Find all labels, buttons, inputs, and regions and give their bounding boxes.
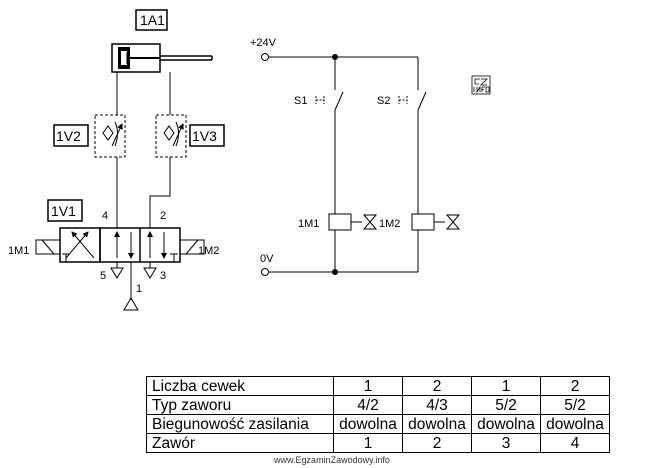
junction-dot-bottom [332, 269, 338, 275]
switch-s1 [315, 91, 344, 111]
label-plus-24v: +24V [250, 37, 277, 49]
row-header: Typ zaworu [146, 395, 334, 415]
exhaust-port-3 [143, 262, 157, 279]
logo-icon [471, 75, 491, 95]
table-cell: dowolna [402, 414, 472, 434]
tag-box-1v1 [47, 199, 83, 222]
switch-s2 [398, 91, 427, 111]
table-row: Zawór 1 2 3 4 [146, 433, 610, 453]
label-port-1: 1 [136, 283, 142, 295]
tag-box-1v3 [189, 124, 225, 147]
label-1v3: 1V3 [192, 128, 217, 144]
table-cell: 5/2 [471, 395, 541, 415]
table-cell: dowolna [333, 414, 403, 434]
label-coil-1: 1M1 [298, 218, 319, 230]
table-cell: 1 [471, 376, 541, 396]
pipe-b [149, 72, 171, 228]
label-port-5: 5 [100, 270, 106, 282]
table-cell: 3 [471, 433, 541, 453]
coil-1m1 [328, 213, 378, 231]
tag-box-1a1 [135, 9, 168, 31]
label-s1: S1 [294, 95, 307, 107]
table-cell: dowolna [471, 414, 541, 434]
table-cell: 5/2 [540, 395, 610, 415]
junction-dot-top [332, 54, 338, 60]
directional-valve-5-2 [35, 227, 205, 263]
cylinder-1a1 [111, 43, 213, 73]
label-port-2: 2 [160, 210, 166, 222]
label-1v1: 1V1 [51, 203, 76, 219]
pneumatic-diagram [35, 9, 225, 311]
pressure-source [123, 262, 139, 311]
label-s2: S2 [377, 95, 390, 107]
electrical-diagram [261, 53, 461, 276]
table-cell: 1 [333, 376, 403, 396]
table-row: Liczba cewek 1 2 1 2 [146, 376, 610, 396]
label-port-3: 3 [160, 270, 166, 282]
exhaust-port-5 [110, 262, 124, 279]
table-cell: 4/2 [333, 395, 403, 415]
table-cell: 2 [540, 376, 610, 396]
tag-box-1v2 [53, 124, 89, 147]
row-header: Biegunowość zasilania [146, 414, 334, 434]
table-cell: 2 [402, 376, 472, 396]
label-coil-2: 1M2 [379, 218, 400, 230]
table-cell: 2 [402, 433, 472, 453]
row-header: Liczba cewek [146, 376, 334, 396]
label-1a1: 1A1 [140, 12, 165, 28]
label-coil-1m2: 1M2 [198, 245, 219, 257]
table-cell: 4/3 [402, 395, 472, 415]
answer-table: Liczba cewek 1 2 1 2 Typ zaworu 4/2 4/3 … [146, 376, 610, 453]
coil-1m2 [411, 213, 461, 231]
table-cell: dowolna [540, 414, 610, 434]
row-header: Zawór [146, 433, 334, 453]
table-row: Biegunowość zasilania dowolna dowolna do… [146, 414, 610, 434]
label-port-4: 4 [102, 210, 108, 222]
label-coil-1m1: 1M1 [8, 245, 29, 257]
table-cell: 4 [540, 433, 610, 453]
throttle-check-valve-right [155, 114, 187, 158]
label-0v: 0V [260, 253, 274, 265]
label-1v2: 1V2 [56, 128, 81, 144]
footer-url: www.EgzaminZawodowy.info [274, 455, 390, 465]
throttle-check-valve-left [94, 114, 126, 158]
table-row: Typ zaworu 4/2 4/3 5/2 5/2 [146, 395, 610, 415]
table-cell: 1 [333, 433, 403, 453]
